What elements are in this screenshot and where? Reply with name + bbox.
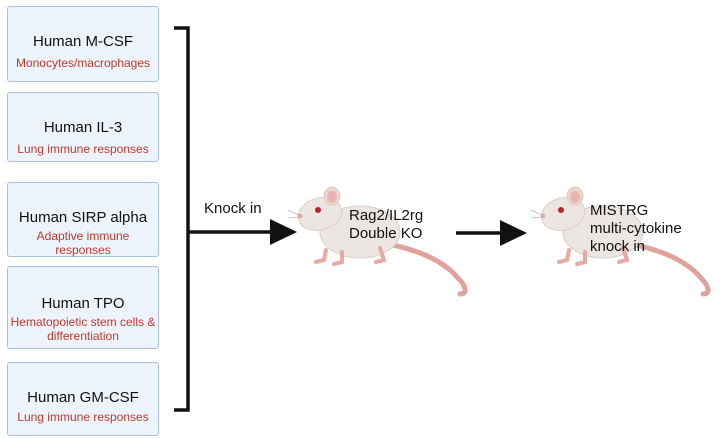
knock-in-label: Knock in [204, 200, 262, 217]
mistrg-label-line3: knock in [590, 238, 646, 255]
rag2-label-line2: Double KO [349, 225, 423, 242]
cytokine-title: Human M-CSF [32, 33, 133, 50]
bracket-line [174, 26, 190, 412]
second-arrow-head [500, 220, 527, 246]
cytokine-function: Monocytes/macrophages [15, 56, 151, 70]
cytokine-function: Adaptive immune responses [36, 229, 130, 257]
cytokine-function: Hematopoietic stem cells & differentiati… [10, 315, 156, 343]
cytokine-box-gmcsf: Human GM-CSF Lung immune responses [7, 362, 159, 436]
cytokine-box-mcsf: Human M-CSF Monocytes/macrophages [7, 6, 159, 82]
cytokine-function: Lung immune responses [17, 142, 149, 156]
rag2-label-line1: Rag2/IL2rg [349, 207, 424, 224]
rag2-mouse-label: Rag2/IL2rg Double KO [349, 207, 423, 243]
cytokine-title: Human TPO [41, 295, 125, 312]
mistrg-label-line1: MISTRG [590, 202, 649, 219]
cytokine-title: Human GM-CSF [27, 389, 139, 406]
mistrg-label-line2: multi-cytokine [590, 220, 682, 237]
knock-in-arrow-head [270, 219, 297, 245]
cytokine-title: Human SIRP alpha [18, 209, 148, 226]
cytokine-title: Human IL-3 [43, 119, 123, 136]
cytokine-box-il3: Human IL-3 Lung immune responses [7, 92, 159, 162]
mistrg-mouse-label: MISTRG multi-cytokine knock in [590, 202, 682, 256]
cytokine-box-tpo: Human TPO Hematopoietic stem cells & dif… [7, 266, 159, 349]
cytokine-function: Lung immune responses [17, 410, 149, 424]
cytokine-box-sirpa: Human SIRP alpha Adaptive immune respons… [7, 182, 159, 257]
